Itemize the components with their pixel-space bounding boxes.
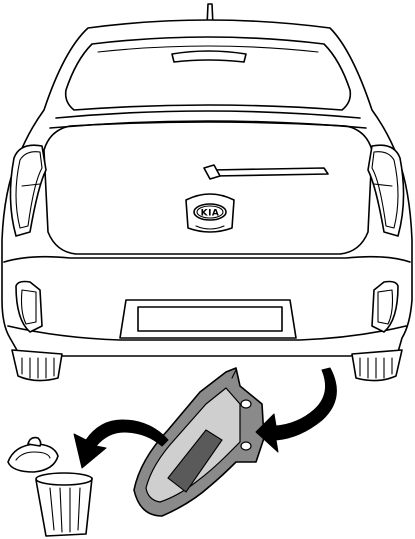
license-plate [138, 307, 282, 331]
kia-badge: KIA [186, 194, 234, 232]
high-mount-stop-lamp [172, 51, 246, 62]
arrow-remove-cover [256, 368, 336, 452]
left-tire [12, 350, 62, 381]
right-tire [352, 350, 402, 381]
car-rear-view: KIA [2, 4, 412, 381]
towing-hook-cover [134, 368, 264, 516]
kia-logo-text: KIA [201, 209, 220, 219]
rear-wiper [212, 168, 328, 176]
